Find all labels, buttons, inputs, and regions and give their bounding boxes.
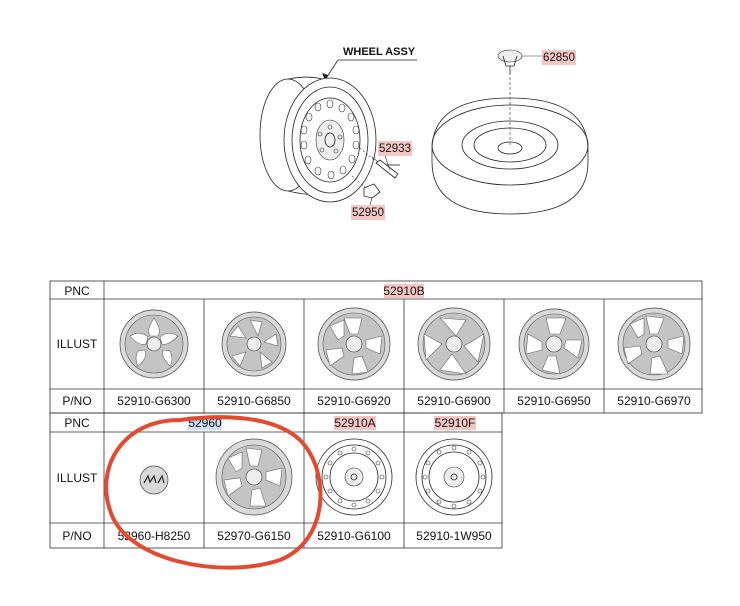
lock-nut-drawing (497, 49, 523, 74)
pnc-value-52910f: 52910F (435, 416, 476, 430)
wheel-assy-drawing: WHEEL ASSY (259, 46, 589, 220)
alloy-wheel-illust (617, 307, 691, 381)
pno-cell: 52910-G6850 (217, 394, 291, 408)
pno-cell: 52970-G6150 (217, 529, 291, 543)
wheel-cover-illust (215, 438, 293, 516)
part-label-52950: 52950 (352, 207, 384, 219)
illust-header: ILLUST (57, 471, 98, 485)
pnc-value-52910a: 52910A (334, 416, 375, 430)
part-label-52933: 52933 (379, 143, 411, 155)
bolt-drawing (359, 147, 400, 179)
steel-wheel-illust (315, 438, 393, 516)
pnc-header: PNC (64, 284, 90, 298)
steel-wheel-drawing (259, 76, 377, 203)
alloy-wheel-illust (518, 308, 590, 380)
pno-cell: 52910-1W950 (416, 529, 492, 543)
pno-cell: 52960-H8250 (118, 529, 191, 543)
pnc-value-52910b: 52910B (383, 284, 424, 298)
steel-wheel-illust (415, 438, 493, 516)
nut-drawing (351, 175, 381, 199)
pno-cell: 52910-G6300 (117, 394, 191, 408)
annotation-circle (104, 415, 323, 570)
pno-cell: 52910-G6970 (617, 394, 691, 408)
pno-cell: 52910-G6900 (417, 394, 491, 408)
pno-header: P/NO (62, 529, 91, 543)
part-label-62850: 62850 (543, 52, 575, 64)
pno-cell: 52910-G6950 (517, 394, 591, 408)
wheel-assy-label: WHEEL ASSY (343, 46, 416, 58)
pnc-header: PNC (64, 416, 90, 430)
center-cap-logo-icon (139, 465, 169, 495)
alloy-wheel-illust (317, 307, 391, 381)
spare-tire-drawing (431, 72, 589, 215)
parts-table: PNC ILLUST P/NO 52910B 52910-G6300 52910… (49, 280, 703, 549)
pno-cell: 52910-G6100 (317, 529, 391, 543)
illust-header: ILLUST (57, 337, 98, 351)
pno-header: P/NO (62, 394, 91, 408)
alloy-wheel-illust (417, 307, 491, 381)
alloy-wheel-illust (221, 311, 287, 377)
pno-cell: 52910-G6920 (317, 394, 391, 408)
alloy-wheel-illust (119, 309, 189, 379)
